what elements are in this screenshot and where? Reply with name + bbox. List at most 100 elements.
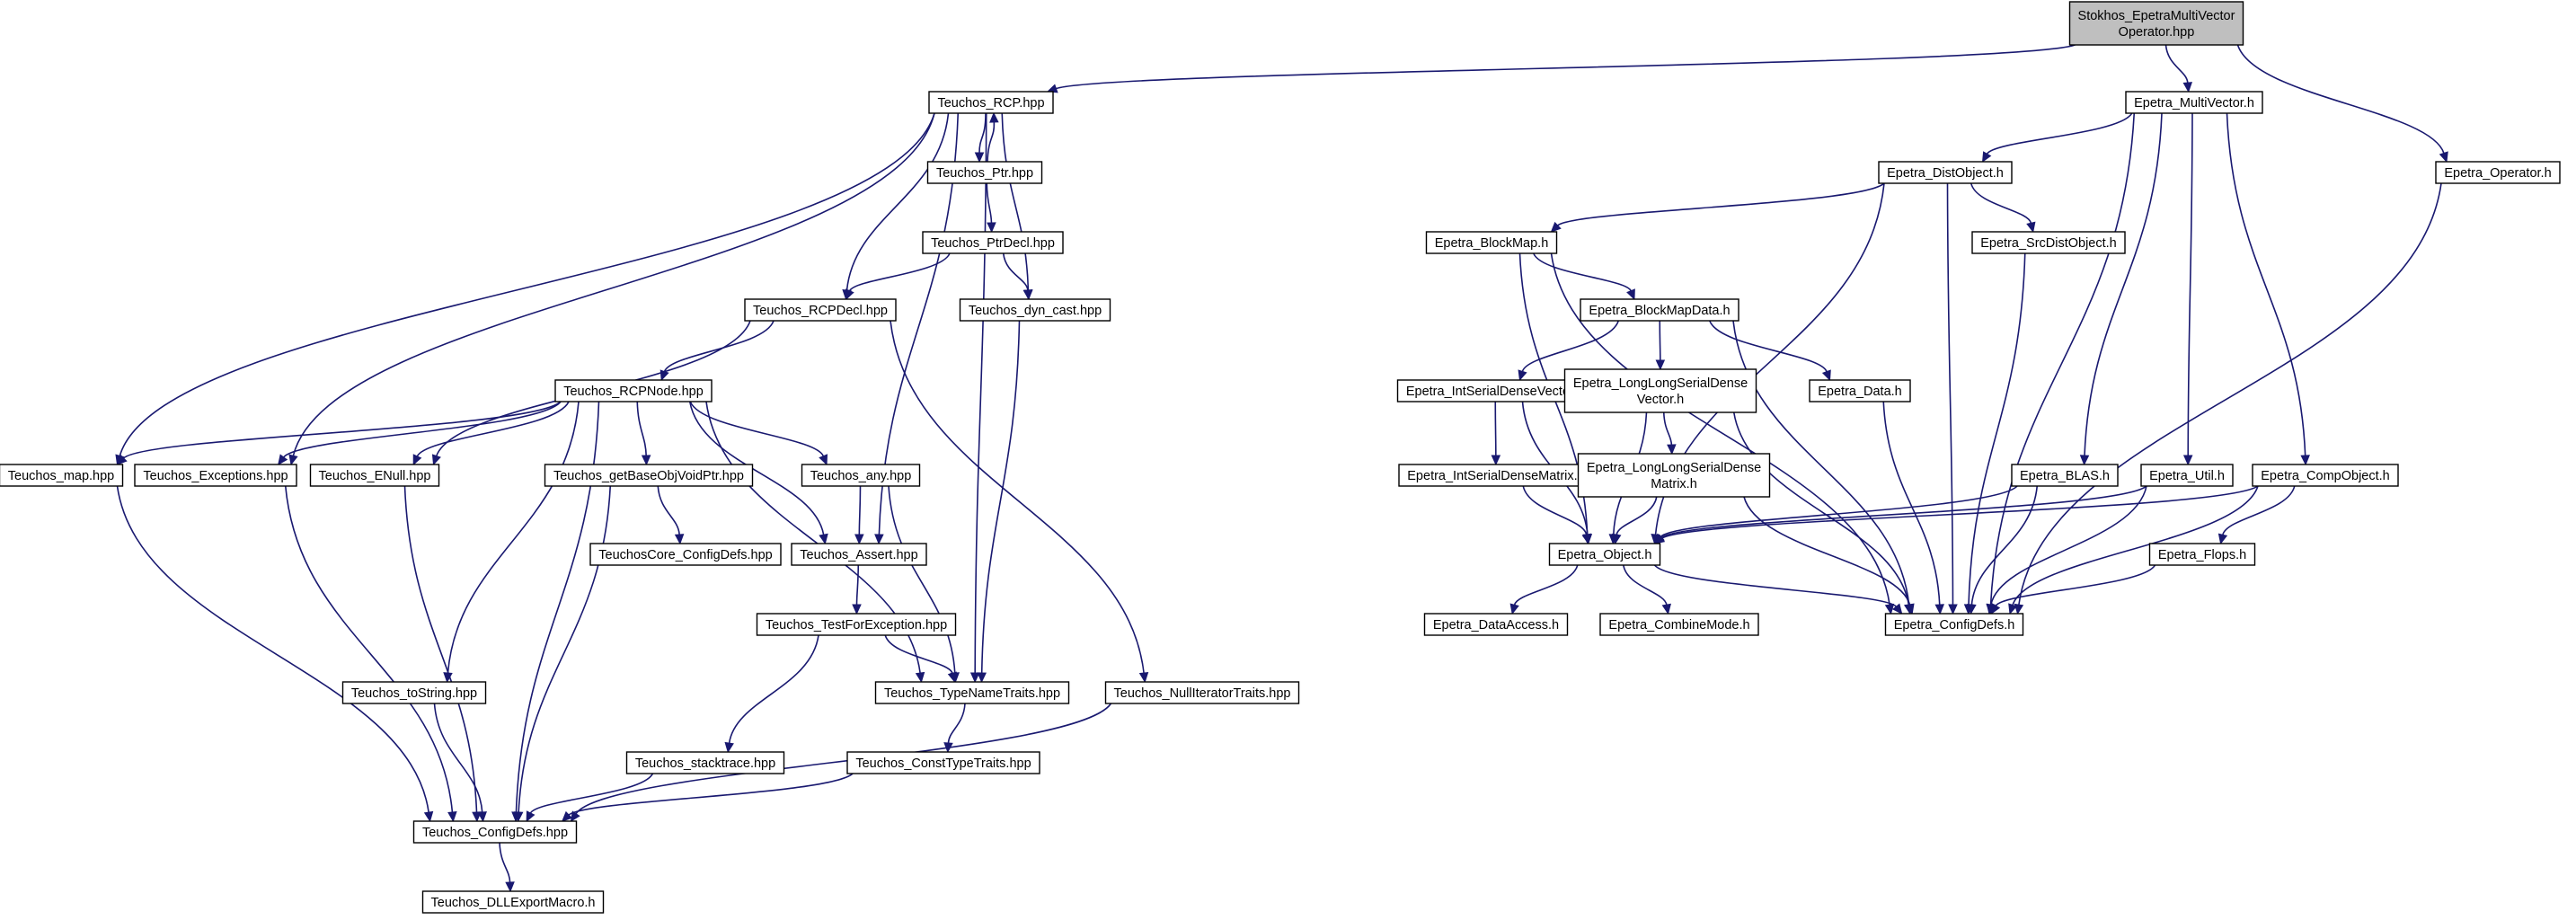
node-getbase[interactable]: Teuchos_getBaseObjVoidPtr.hpp [544,464,754,487]
edge-nulliter-to-tconfig [570,703,1112,823]
edge-intsdv-to-intsdm [1491,401,1501,466]
node-operator[interactable]: Epetra_Operator.h [2435,161,2561,184]
edge-enull-to-tconfig [403,485,482,823]
edge-line [1968,252,2026,606]
edge-line [284,485,454,813]
node-box [2125,91,2263,114]
node-map[interactable]: Teuchos_map.hpp [0,464,124,487]
arrowhead-icon [819,533,828,545]
edge-line [1002,252,1029,291]
node-box [846,751,1040,774]
edge-line [529,773,654,814]
node-blas[interactable]: Epetra_BLAS.h [2011,464,2119,487]
edge-testforexc-to-stacktrace [724,634,819,754]
edge-line [499,842,511,883]
node-testforexc[interactable]: Teuchos_TestForException.hpp [756,613,957,636]
node-ptr[interactable]: Teuchos_Ptr.hpp [926,161,1043,184]
node-blockmap[interactable]: Epetra_BlockMap.h [1425,231,1558,254]
node-dllexport[interactable]: Teuchos_DLLExportMacro.h [421,890,605,914]
node-stacktrace[interactable]: Teuchos_stacktrace.hpp [625,751,785,774]
node-coreconfig[interactable]: TeuchosCore_ConfigDefs.hpp [589,543,782,566]
edge-rcp-to-rcpdecl [842,112,950,301]
edge-line [980,320,1021,674]
node-box [2011,464,2119,487]
node-typename[interactable]: Teuchos_TypeNameTraits.hpp [874,681,1070,704]
node-object[interactable]: Epetra_Object.h [1548,543,1661,566]
node-box [744,298,897,322]
node-label: Epetra_IntSerialDenseMatrix.h [1407,469,1584,483]
edge-map-to-tconfig [116,485,434,823]
node-label: Teuchos_dyn_cast.hpp [969,304,1102,318]
edge-line [1660,485,2018,538]
node-combinemode[interactable]: Epetra_CombineMode.h [1599,613,1759,636]
edge-line [855,564,860,606]
node-label: Teuchos_Ptr.hpp [936,166,1033,181]
node-srcdist[interactable]: Epetra_SrcDistObject.h [1971,231,2126,254]
edge-line [2187,112,2193,456]
edge-line [1743,496,1911,606]
node-label: Teuchos_any.hpp [810,469,912,483]
node-ptrdecl[interactable]: Teuchos_PtrDecl.hpp [922,231,1064,254]
node-mv[interactable]: Epetra_MultiVector.h [2125,91,2263,114]
node-rcp[interactable]: Teuchos_RCP.hpp [928,91,1054,114]
node-tconfig[interactable]: Teuchos_ConfigDefs.hpp [412,820,578,844]
edge-line [1653,564,1898,607]
edge-object-to-combinemode [1622,564,1671,615]
node-blockmapdata[interactable]: Epetra_BlockMapData.h [1580,298,1739,322]
edge-line [1709,320,1828,373]
node-intsdv[interactable]: Epetra_IntSerialDenseVector.h [1396,379,1594,402]
node-nulliter[interactable]: Teuchos_NullIteratorTraits.hpp [1104,681,1300,704]
node-label: Teuchos_DLLExportMacro.h [431,896,596,910]
node-econfig[interactable]: Epetra_ConfigDefs.h [1884,613,2024,636]
node-consttype[interactable]: Teuchos_ConstTypeTraits.hpp [846,751,1040,774]
arrowhead-icon [1626,288,1635,301]
edge-line [888,485,956,674]
node-any[interactable]: Teuchos_any.hpp [801,464,921,487]
node-assert[interactable]: Teuchos_Assert.hpp [791,543,927,566]
edge-line [2018,182,2442,606]
node-rcpnode[interactable]: Teuchos_RCPNode.hpp [554,379,713,402]
node-flops[interactable]: Epetra_Flops.h [2148,543,2256,566]
node-compobj[interactable]: Epetra_CompObject.h [2252,464,2399,487]
edge-ptrdecl-to-dyncast [1002,252,1033,301]
node-box [2148,543,2256,566]
edge-distobj-to-blockmap [1550,182,1885,233]
edge-rcpdecl-to-nulliter [890,320,1149,684]
node-box [2068,1,2244,46]
edge-line [1622,564,1668,606]
node-dataaccess[interactable]: Epetra_DataAccess.h [1423,613,1569,636]
node-util[interactable]: Epetra_Util.h [2140,464,2234,487]
edge-line [292,112,935,456]
edge-line [1732,411,1910,606]
node-edata[interactable]: Epetra_Data.h [1809,379,1911,402]
node-exceptions[interactable]: Teuchos_Exceptions.hpp [134,464,297,487]
edge-line [123,401,562,459]
node-enull[interactable]: Teuchos_ENull.hpp [309,464,440,487]
node-label: Epetra_BlockMapData.h [1589,304,1730,318]
arrowhead-icon [472,811,482,823]
edge-rcpnode-to-getbase [636,401,651,466]
arrowhead-icon [724,741,734,754]
edge-line [636,401,647,456]
node-box [2435,161,2561,184]
arrowhead-icon [2026,221,2036,234]
edge-typename-to-consttype [943,703,966,754]
node-rcpdecl[interactable]: Teuchos_RCPDecl.hpp [744,298,897,322]
node-dyncast[interactable]: Teuchos_dyn_cast.hpp [959,298,1111,322]
node-box [1599,613,1759,636]
node-intsdm[interactable]: Epetra_IntSerialDenseMatrix.h [1398,464,1594,487]
arrowhead-icon [819,454,828,466]
node-label: Teuchos_ConfigDefs.hpp [422,826,568,840]
edge-blockmap-to-blockmapdata [1533,252,1635,301]
node-tostring[interactable]: Teuchos_toString.hpp [341,681,487,704]
node-label: Teuchos_NullIteratorTraits.hpp [1114,686,1291,701]
node-label: Teuchos_PtrDecl.hpp [931,236,1055,251]
arrowhead-icon [987,222,996,234]
node-label: Teuchos_RCP.hpp [937,96,1044,111]
node-distobj[interactable]: Epetra_DistObject.h [1878,161,2013,184]
node-box [1398,464,1594,487]
arrowhead-icon [513,811,524,823]
